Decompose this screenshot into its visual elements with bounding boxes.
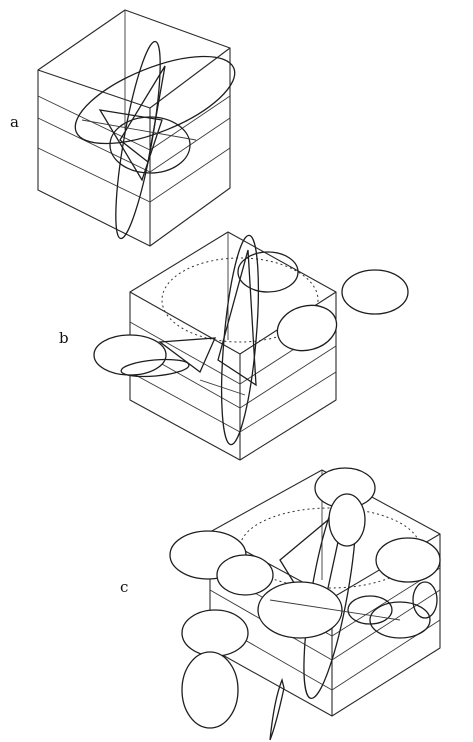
cube-a <box>37 9 231 247</box>
panel-label-a: a <box>10 113 19 131</box>
grain-cluster-b <box>93 234 409 446</box>
panel-label-c: c <box>120 578 128 596</box>
grain-cluster-a <box>74 40 236 240</box>
panel-c: c <box>120 467 441 741</box>
panel-label-b: b <box>59 329 69 347</box>
grain-cluster-c <box>169 467 441 741</box>
panel-b: b <box>59 231 409 461</box>
panel-a: a <box>10 9 236 247</box>
